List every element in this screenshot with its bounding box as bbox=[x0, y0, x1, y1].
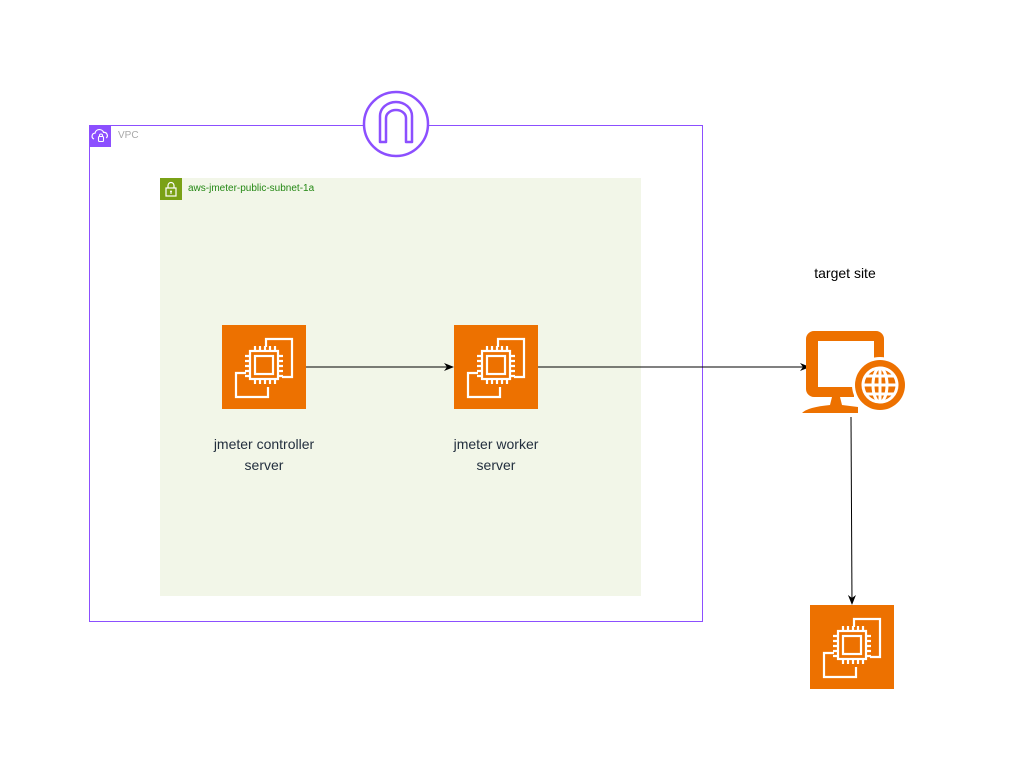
controller-label-line1: jmeter controller bbox=[213, 436, 315, 452]
vpc-label: VPC bbox=[118, 130, 139, 141]
edge-target-to-backend[interactable] bbox=[847, 416, 856, 605]
vpc-cloud-lock-icon bbox=[89, 125, 111, 147]
ec2-instance-icon bbox=[466, 337, 526, 399]
ec2-backend-node[interactable] bbox=[810, 605, 894, 689]
target-site-label: target site bbox=[814, 265, 876, 281]
subnet-label: aws-jmeter-public-subnet-1a bbox=[188, 183, 315, 194]
client-globe-icon[interactable] bbox=[800, 325, 912, 417]
controller-label-line2: server bbox=[244, 457, 284, 473]
ec2-worker-node[interactable] bbox=[454, 325, 538, 409]
worker-label: jmeter worker server bbox=[416, 434, 576, 476]
worker-label-line1: jmeter worker bbox=[453, 436, 539, 452]
ec2-controller-node[interactable] bbox=[222, 325, 306, 409]
ec2-instance-icon bbox=[234, 337, 294, 399]
worker-label-line2: server bbox=[476, 457, 516, 473]
controller-label: jmeter controller server bbox=[184, 434, 344, 476]
padlock-icon bbox=[160, 178, 182, 200]
internet-gateway-icon[interactable] bbox=[362, 90, 430, 158]
ec2-instance-icon bbox=[822, 617, 882, 679]
